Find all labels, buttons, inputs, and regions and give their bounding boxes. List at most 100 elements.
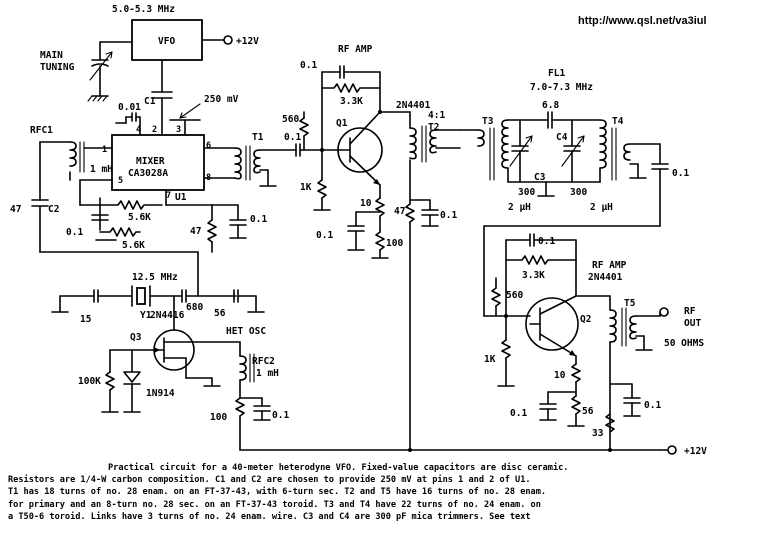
rfamp1-ce-label: 0.1	[316, 230, 333, 241]
het-osc: 12.5 MHz 15 Y1 2N4416 680 56 HET OSC Q3	[51, 272, 661, 451]
fl1-freq: 7.0-7.3 MHz	[530, 82, 593, 93]
q2-transistor	[525, 297, 579, 351]
rfamp2-r1k-label: 1K	[484, 354, 496, 365]
rfamp2-c01b-label: 0.1	[644, 400, 661, 411]
c1-label: C1	[144, 96, 156, 107]
rfamp1-rfb	[321, 83, 381, 93]
rfamp1-cdec-label: 0.1	[440, 210, 457, 221]
svg-text:3: 3	[176, 125, 181, 135]
rfamp2-r560-label: 560	[506, 290, 523, 301]
rfamp1-transistor: 2N4401	[396, 100, 431, 111]
rfc2-coil	[239, 355, 247, 381]
c4-value: 300	[570, 187, 587, 198]
osc-r100	[235, 397, 245, 417]
rfc2-label: RFC2	[252, 356, 275, 367]
rf-out-terminal	[659, 307, 669, 317]
osc-title: HET OSC	[226, 326, 266, 337]
c-0.01-label: 0.01	[118, 102, 141, 113]
t3-label: T3	[482, 116, 494, 127]
t2-secondary	[429, 129, 437, 154]
rf-out-2: OUT	[684, 318, 701, 329]
c2-value: 47	[10, 204, 21, 215]
mixer-name-2: CA3028A	[128, 168, 168, 179]
r47-mixer-resistor	[207, 219, 217, 243]
rfc1-coil	[69, 141, 77, 167]
svg-text:6: 6	[206, 141, 211, 151]
mixer-box	[111, 134, 205, 191]
r47-mixer-label: 47	[190, 226, 201, 237]
rfamp2-rfb-label: 3.3K	[522, 270, 545, 281]
osc-c01-label: 0.1	[272, 410, 289, 421]
t5-primary	[609, 309, 617, 343]
mixer-c01-label: 0.1	[66, 227, 83, 238]
q1-transistor	[337, 127, 383, 173]
t3-coil	[501, 119, 509, 169]
rfamp1-r47	[405, 203, 415, 223]
rfamp2-r10-label: 10	[554, 370, 566, 381]
t4-coil	[599, 119, 607, 169]
supply-terminal-vfo	[223, 35, 233, 45]
rfamp2-title: RF AMP	[592, 260, 627, 271]
r56-resistor-2	[99, 227, 141, 237]
t1-transformer: T1	[203, 132, 297, 187]
rfamp1-rfb-label: 3.3K	[340, 96, 363, 107]
rfamp1-title: RF AMP	[338, 44, 373, 55]
caption-line-4: for primary and an 8-turn no. 28 sec. on…	[8, 499, 541, 510]
vfo-supply: +12V	[236, 36, 259, 47]
main-tuning-line1: MAIN	[40, 50, 63, 61]
mixer-ref: U1	[175, 192, 187, 203]
supply-bottom-label: +12V	[684, 446, 707, 457]
rf-amp-1: RF AMP 0.1 3.3K 560 0.1 1K Q1 2N4401	[282, 44, 461, 451]
rfamp2-c01-label: 0.1	[510, 408, 527, 419]
q1-label: Q1	[336, 118, 348, 129]
r100k-label: 100K	[78, 376, 101, 387]
vfo-label: VFO	[158, 36, 175, 47]
rf-out-1: RF	[684, 306, 696, 317]
coupling-cap-label: 6.8	[542, 100, 559, 111]
rfamp2-r10	[571, 363, 581, 383]
c680-label: 680	[186, 302, 203, 313]
supply-terminal-bottom	[667, 445, 677, 455]
svg-text:1: 1	[102, 145, 107, 155]
rfamp1-cin-label: 0.1	[284, 132, 301, 143]
caption-line-3: T1 has 18 turns of no. 28 enam. on an FT…	[8, 487, 547, 498]
svg-text:2: 2	[152, 125, 157, 135]
rf-out-ohms: 50 OHMS	[664, 338, 704, 349]
rfamp1-r47-label: 47	[394, 206, 405, 217]
rfamp2-r56-label: 56	[582, 406, 594, 417]
svg-text:4: 4	[136, 125, 141, 135]
caption-line-1: Practical circuit for a 40-meter heterod…	[108, 463, 569, 473]
t5-secondary	[629, 315, 637, 340]
r56-label-1: 5.6K	[128, 212, 151, 223]
svg-text:7: 7	[166, 191, 171, 201]
source-url: http://www.qsl.net/va3iul	[578, 15, 707, 27]
fl1-ref: FL1	[548, 68, 565, 79]
rfamp1-r10	[375, 197, 385, 217]
rfamp1-cfb-label: 0.1	[300, 60, 317, 71]
q2-label: Q2	[580, 314, 591, 325]
t1-label: T1	[252, 132, 264, 143]
rfamp2-r56	[571, 395, 581, 415]
xtal-freq: 12.5 MHz	[132, 272, 178, 283]
diode-1n914	[123, 371, 141, 383]
rfc1-label: RFC1	[30, 125, 53, 136]
rf-amp-2: 0.1 RF AMP 3.3K 2N4401 560 1K Q2 T5	[408, 233, 707, 457]
rfamp1-r560-label: 560	[282, 114, 299, 125]
osc-r100-label: 100	[210, 412, 227, 423]
t2-ratio: 4:1	[428, 110, 445, 121]
r56-resistor-1	[99, 200, 163, 210]
diode-label: 1N914	[146, 388, 175, 399]
mixer-block: C1 250 mV 0.01 MIXER CA3028A U1 1 4 2 3 …	[10, 91, 267, 297]
fl1-filter: FL1 7.0-7.3 MHz T3 T4 6.8 C3 300 C4 300	[459, 68, 689, 317]
caption-line-5: a T50-6 toroid. Links have 3 turns of no…	[8, 511, 531, 522]
rfamp2-r33-label: 33	[592, 428, 604, 439]
t2-primary	[409, 127, 417, 160]
figure-caption: Practical circuit for a 40-meter heterod…	[8, 462, 753, 523]
rfamp2-rfb	[505, 255, 577, 265]
c4-ref: C4	[556, 132, 568, 143]
rfamp2-cfb-label: 0.1	[538, 236, 555, 247]
svg-text:5: 5	[118, 176, 123, 186]
c15-label: 15	[80, 314, 92, 325]
c56-label: 56	[214, 308, 226, 319]
caption-line-2: Resistors are 1/4-W carbon composition. …	[8, 475, 531, 486]
